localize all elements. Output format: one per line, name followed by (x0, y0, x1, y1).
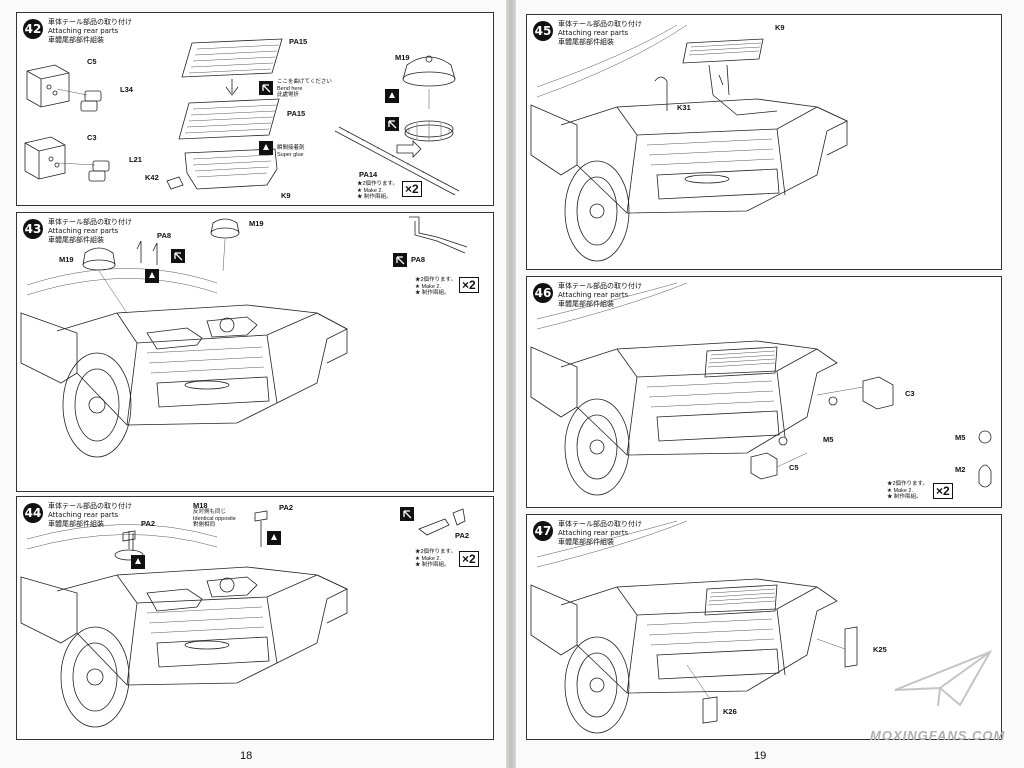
step-46-title: 車体テール部品の取り付け Attaching rear parts 車體尾部部件… (558, 282, 642, 308)
step-42-drawing (24, 38, 460, 196)
part-m5: M5 (823, 435, 834, 444)
step-45-vehicle-drawing (530, 24, 848, 262)
part-pa2-detail: PA2 (455, 531, 470, 540)
part-pa15-bent: PA15 (287, 109, 306, 118)
bend-here-note: ここを曲げてください Bend here 此處彎折 (277, 79, 332, 98)
part-k9: K9 (775, 23, 785, 32)
step-46-number: 46 (533, 283, 553, 303)
step-45-number: 45 (533, 21, 553, 41)
make-two-note: ★2個作ります。 ★ Make 2. ★ 制作兩組。 (415, 549, 457, 568)
part-pa2-left: PA2 (141, 519, 156, 528)
step-45-title: 車体テール部品の取り付け Attaching rear parts 車體尾部部件… (558, 20, 642, 46)
step-44-vehicle-drawing (20, 507, 466, 728)
part-pa8-detail: PA8 (411, 255, 426, 264)
part-l34: L34 (120, 85, 133, 94)
part-m19: M19 (395, 53, 410, 62)
watermark: MOXINGFANS.COM (870, 728, 1006, 743)
step-46-vehicle-drawing (530, 282, 992, 496)
left-page-number: 18 (240, 750, 253, 762)
page-gutter (506, 0, 516, 768)
step-46-panel: 46 車体テール部品の取り付け Attaching rear parts 車體尾… (526, 276, 1002, 508)
super-glue-note: 瞬間接着剤 Super glue (277, 145, 305, 158)
part-pa8: PA8 (157, 231, 172, 240)
step-42-panel: 42 車体テール部品の取り付け Attaching rear parts 車體尾… (16, 12, 494, 206)
step-42-number: 42 (23, 19, 43, 39)
part-c5: C5 (87, 57, 97, 66)
part-pa2-right: PA2 (279, 503, 294, 512)
part-c3: C3 (905, 389, 915, 398)
part-pa14: PA14 (359, 170, 378, 179)
step-44-panel: 44 車体テール部品の取り付け Attaching rear parts 車體尾… (16, 496, 494, 740)
make-two-note: ★2個作ります。 ★ Make 2. ★ 制作兩組。 (357, 181, 399, 200)
step-43-number: 43 (23, 219, 43, 239)
step-44-title: 車体テール部品の取り付け Attaching rear parts 車體尾部部件… (48, 502, 132, 528)
times-two-badge: ×2 (933, 483, 953, 499)
make-two-note: ★2個作ります。 ★ Make 2. ★ 制作兩組。 (887, 481, 929, 500)
step-43-panel: 43 車体テール部品の取り付け Attaching rear parts 車體尾… (16, 212, 494, 492)
identical-opposite-note: 反対側も同じ Identical opposite 對側相同 (193, 509, 236, 528)
paper-plane-logo (894, 650, 993, 707)
step-45-panel: 45 車体テール部品の取り付け Attaching rear parts 車體尾… (526, 14, 1002, 270)
part-m18: M18 (193, 501, 208, 510)
part-c5: C5 (789, 463, 799, 472)
part-k31: K31 (677, 103, 691, 112)
step-42-title: 車体テール部品の取り付け Attaching rear parts 車體尾部部件… (48, 18, 132, 44)
times-two-badge: ×2 (459, 551, 479, 567)
step-44-number: 44 (23, 503, 43, 523)
part-m19-left: M19 (59, 255, 74, 264)
part-k9: K9 (281, 191, 291, 200)
step-47-panel: 47 車体テール部品の取り付け Attaching rear parts 車體尾… (526, 514, 1002, 740)
step-43-title: 車体テール部品の取り付け Attaching rear parts 車體尾部部件… (48, 218, 132, 244)
part-m19-right: M19 (249, 219, 264, 228)
make-two-note: ★2個作ります。 ★ Make 2. ★ 制作兩組。 (415, 277, 457, 296)
times-two-badge: ×2 (402, 181, 422, 197)
part-pa15-top: PA15 (289, 37, 308, 46)
part-k42: K42 (145, 173, 159, 182)
part-k26: K26 (723, 707, 737, 716)
step-47-number: 47 (533, 521, 553, 541)
right-page-number: 19 (754, 750, 767, 762)
times-two-badge: ×2 (459, 277, 479, 293)
part-m2: M2 (955, 465, 966, 474)
part-m5-detail: M5 (955, 433, 966, 442)
step-43-vehicle-drawing (20, 216, 468, 458)
step-47-vehicle-drawing (530, 520, 858, 734)
step-47-title: 車体テール部品の取り付け Attaching rear parts 車體尾部部件… (558, 520, 642, 546)
part-c3: C3 (87, 133, 97, 142)
part-k25: K25 (873, 645, 887, 654)
part-l21: L21 (129, 155, 142, 164)
